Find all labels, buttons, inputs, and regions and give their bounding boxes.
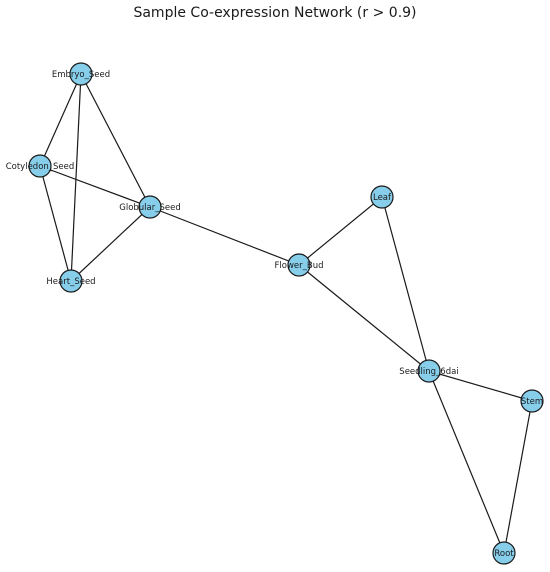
edge-globular_seed-flower_bud <box>149 206 300 266</box>
edge-cotyledon_seed-globular_seed <box>39 165 151 208</box>
node-label: Cotyledon_Seed <box>6 162 75 172</box>
edge-stem-root <box>503 400 533 554</box>
node-leaf: Leaf <box>370 185 394 209</box>
node-root: Root <box>492 541 516 565</box>
node-label: Heart_Seed <box>46 277 95 287</box>
node-embryo_seed: Embryo_Seed <box>52 62 110 86</box>
node-circle <box>287 253 311 277</box>
edge-seedling_6dai-root <box>428 370 505 554</box>
node-circle <box>138 195 162 219</box>
node-circle <box>28 154 52 178</box>
edge-embryo_seed-globular_seed <box>80 73 151 208</box>
node-circle <box>59 269 83 293</box>
node-circle <box>520 389 544 413</box>
node-circle <box>417 359 441 383</box>
edge-globular_seed-heart_seed <box>70 206 151 282</box>
edge-flower_bud-seedling_6dai <box>298 264 430 372</box>
node-label: Embryo_Seed <box>52 70 110 80</box>
node-globular_seed: Globular_Seed <box>119 195 181 219</box>
node-heart_seed: Heart_Seed <box>46 269 96 293</box>
node-label: Flower_Bud <box>275 261 324 271</box>
node-layer: Embryo_SeedCotyledon_SeedGlobular_SeedHe… <box>6 62 544 565</box>
node-label: Seedling_6dai <box>399 367 458 377</box>
edge-embryo_seed-heart_seed <box>70 73 82 282</box>
edge-cotyledon_seed-heart_seed <box>39 165 72 282</box>
node-circle <box>69 62 93 86</box>
diagram-title: Sample Co-expression Network (r > 0.9) <box>133 5 417 21</box>
node-label: Leaf <box>373 193 392 203</box>
edge-layer <box>39 73 533 554</box>
node-cotyledon_seed: Cotyledon_Seed <box>6 154 75 178</box>
node-flower_bud: Flower_Bud <box>275 253 324 277</box>
node-label: Stem <box>521 397 543 407</box>
node-circle <box>492 541 516 565</box>
edge-embryo_seed-cotyledon_seed <box>39 73 82 167</box>
edge-seedling_6dai-stem <box>428 370 533 402</box>
edge-flower_bud-leaf <box>298 196 383 266</box>
node-circle <box>370 185 394 209</box>
edge-leaf-seedling_6dai <box>381 196 430 372</box>
node-seedling_6dai: Seedling_6dai <box>399 359 459 383</box>
node-stem: Stem <box>520 389 544 413</box>
node-label: Globular_Seed <box>119 203 181 213</box>
node-label: Root <box>494 549 514 559</box>
